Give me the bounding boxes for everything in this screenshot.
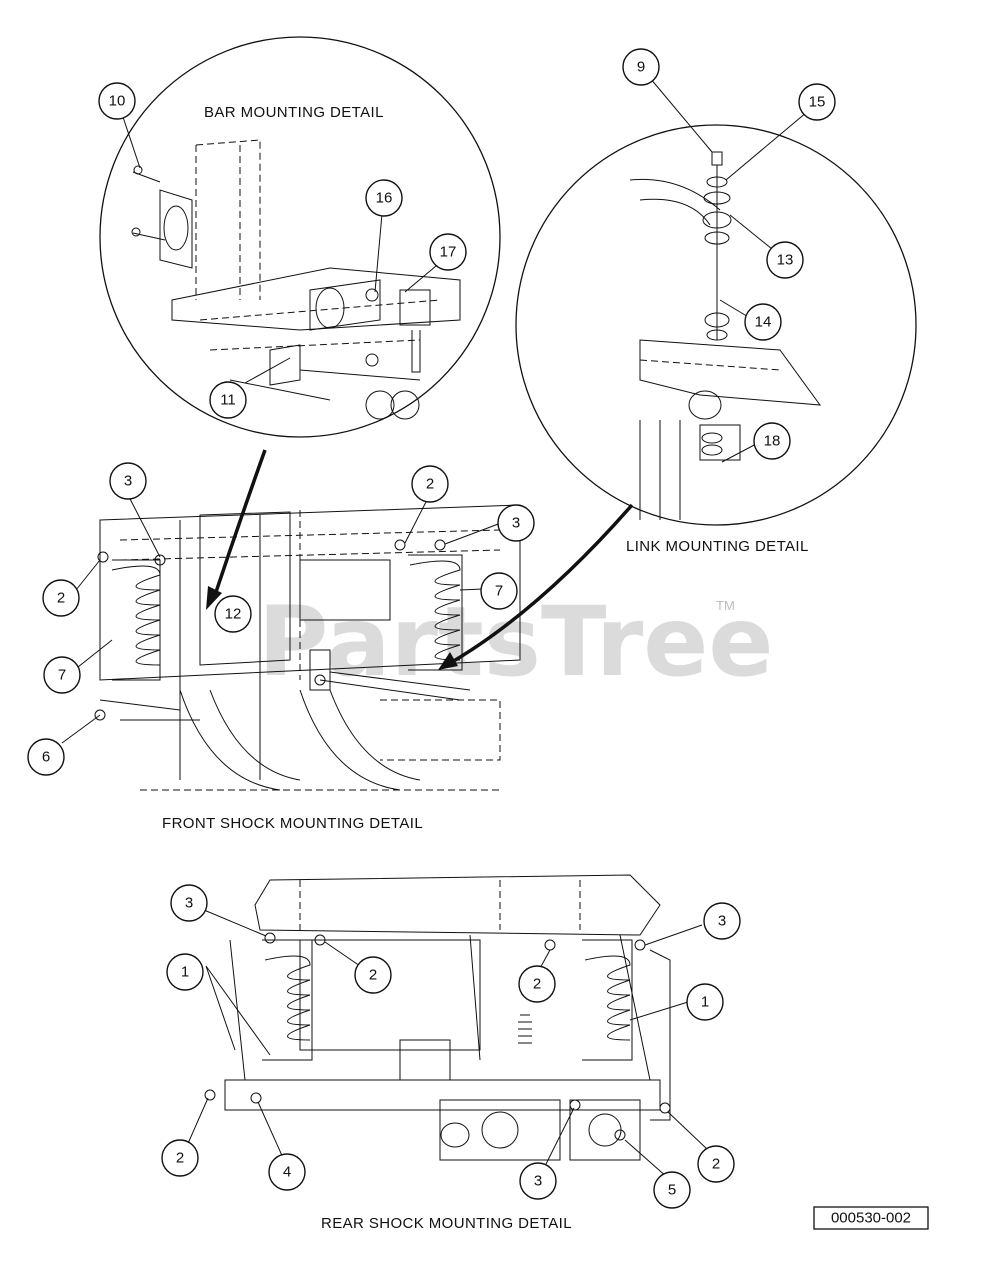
svg-text:2: 2 bbox=[426, 476, 434, 493]
svg-text:3: 3 bbox=[534, 1173, 542, 1190]
callout-3-rear-left: 3 bbox=[170, 884, 208, 922]
svg-text:14: 14 bbox=[755, 314, 772, 331]
callout-2-rear-lower-right: 2 bbox=[697, 1145, 735, 1183]
svg-text:11: 11 bbox=[220, 392, 236, 409]
callout-3-rear-lower: 3 bbox=[519, 1162, 557, 1200]
svg-text:2: 2 bbox=[57, 590, 65, 607]
svg-text:6: 6 bbox=[42, 749, 50, 766]
link-detail-circle bbox=[515, 124, 917, 526]
svg-text:12: 12 bbox=[225, 606, 242, 623]
svg-text:3: 3 bbox=[718, 913, 726, 930]
svg-text:3: 3 bbox=[512, 515, 520, 532]
svg-text:3: 3 bbox=[185, 895, 193, 912]
svg-text:1: 1 bbox=[701, 994, 709, 1011]
callout-15: 15 bbox=[798, 83, 836, 121]
svg-text:9: 9 bbox=[637, 59, 645, 76]
callout-6: 6 bbox=[27, 738, 65, 776]
callout-7-front-right: 7 bbox=[480, 572, 518, 610]
svg-text:2: 2 bbox=[176, 1150, 184, 1167]
svg-text:4: 4 bbox=[283, 1164, 291, 1181]
svg-text:7: 7 bbox=[58, 667, 66, 684]
bar-mounting-detail: BAR MOUNTING DETAIL bbox=[99, 36, 501, 438]
svg-text:2: 2 bbox=[712, 1156, 720, 1173]
link-mounting-title: LINK MOUNTING DETAIL bbox=[626, 538, 809, 555]
callout-3-front-left: 3 bbox=[109, 462, 147, 500]
callout-12: 12 bbox=[214, 595, 252, 633]
svg-text:17: 17 bbox=[440, 244, 457, 261]
watermark: PartsTree TM bbox=[258, 586, 773, 698]
callout-10: 10 bbox=[98, 82, 136, 120]
watermark-text: PartsTree bbox=[258, 586, 773, 698]
part-number: 000530-002 bbox=[831, 1210, 911, 1227]
bar-detail-circle bbox=[99, 36, 501, 438]
callout-4: 4 bbox=[268, 1153, 306, 1191]
svg-text:18: 18 bbox=[764, 433, 781, 450]
callout-11: 11 bbox=[209, 381, 247, 419]
callout-14: 14 bbox=[744, 303, 782, 341]
bar-mounting-title: BAR MOUNTING DETAIL bbox=[204, 104, 384, 121]
svg-text:16: 16 bbox=[376, 190, 393, 207]
svg-text:15: 15 bbox=[809, 94, 826, 111]
svg-text:2: 2 bbox=[369, 967, 377, 984]
svg-text:5: 5 bbox=[668, 1182, 676, 1199]
callout-2-rear-upper-left: 2 bbox=[354, 956, 392, 994]
svg-text:3: 3 bbox=[124, 473, 132, 490]
front-shock-detail: FRONT SHOCK MOUNTING DETAIL bbox=[61, 449, 634, 832]
callouts: 10 16 17 11 9 15 13 14 18 3 2 3 2 7 12 7… bbox=[27, 48, 836, 1209]
callout-3-rear-right: 3 bbox=[703, 902, 741, 940]
callout-16: 16 bbox=[365, 179, 403, 217]
callout-5: 5 bbox=[653, 1171, 691, 1209]
callout-9: 9 bbox=[622, 48, 660, 86]
part-number-box: 000530-002 bbox=[813, 1206, 929, 1230]
svg-text:1: 1 bbox=[181, 964, 189, 981]
callout-2-front-left: 2 bbox=[42, 579, 80, 617]
callout-2-rear-upper-right: 2 bbox=[518, 965, 556, 1003]
callout-2-rear-lower-left: 2 bbox=[161, 1139, 199, 1177]
svg-text:10: 10 bbox=[109, 93, 126, 110]
front-shock-title: FRONT SHOCK MOUNTING DETAIL bbox=[162, 815, 423, 832]
watermark-tm: TM bbox=[716, 598, 735, 613]
callout-17: 17 bbox=[429, 233, 467, 271]
callout-18: 18 bbox=[753, 422, 791, 460]
svg-text:13: 13 bbox=[777, 252, 794, 269]
callout-1-rear-left: 1 bbox=[166, 953, 204, 991]
link-mounting-detail: LINK MOUNTING DETAIL bbox=[515, 77, 917, 555]
callout-1-rear-right: 1 bbox=[686, 983, 724, 1021]
rear-shock-detail: REAR SHOCK MOUNTING DETAIL bbox=[185, 874, 709, 1232]
svg-text:2: 2 bbox=[533, 976, 541, 993]
callout-2-front-right: 2 bbox=[411, 465, 449, 503]
callout-7-front-left: 7 bbox=[43, 656, 81, 694]
callout-3-front-right: 3 bbox=[497, 504, 535, 542]
callout-13: 13 bbox=[766, 241, 804, 279]
rear-shock-title: REAR SHOCK MOUNTING DETAIL bbox=[321, 1215, 572, 1232]
svg-text:7: 7 bbox=[495, 583, 503, 600]
